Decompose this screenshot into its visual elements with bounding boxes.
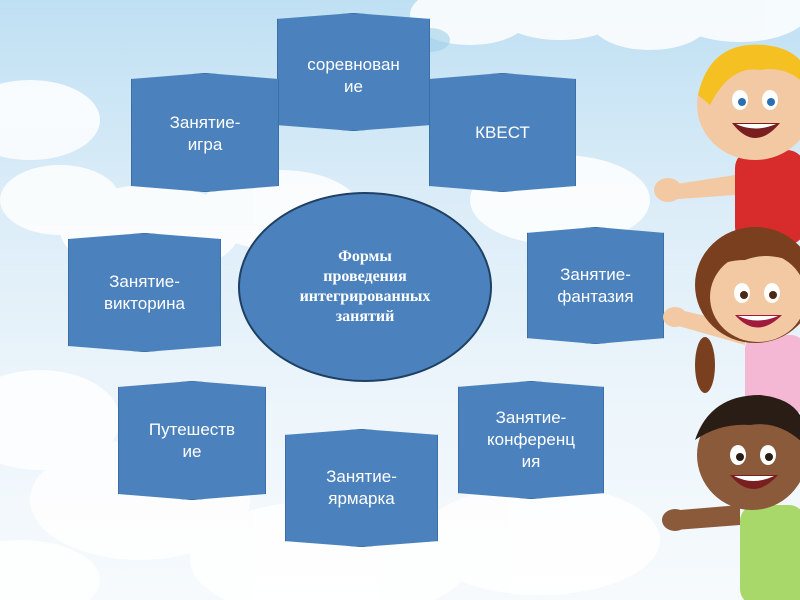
box-quiz: Занятие- викторина <box>68 233 221 352</box>
dark-hair-boy-figure <box>662 395 800 600</box>
box-journey: Путешеств ие <box>118 381 266 500</box>
box-quest: КВЕСТ <box>429 73 576 192</box>
brown-hair-girl-figure <box>663 227 800 415</box>
center-title: Формы проведения интегрированных занятий <box>299 248 431 325</box>
blond-boy-figure <box>654 44 800 245</box>
box-conference: Занятие- конференц ия <box>458 381 604 499</box>
box-fair: Занятие- ярмарка <box>285 429 438 547</box>
box-competition: соревнован ие <box>277 13 430 131</box>
center-ellipse: Формы проведения интегрированных занятий <box>238 192 492 382</box>
box-lesson-game: Занятие- игра <box>131 73 279 192</box>
children-cartoon <box>654 44 800 600</box>
box-fantasy: Занятие- фантазия <box>527 227 664 344</box>
